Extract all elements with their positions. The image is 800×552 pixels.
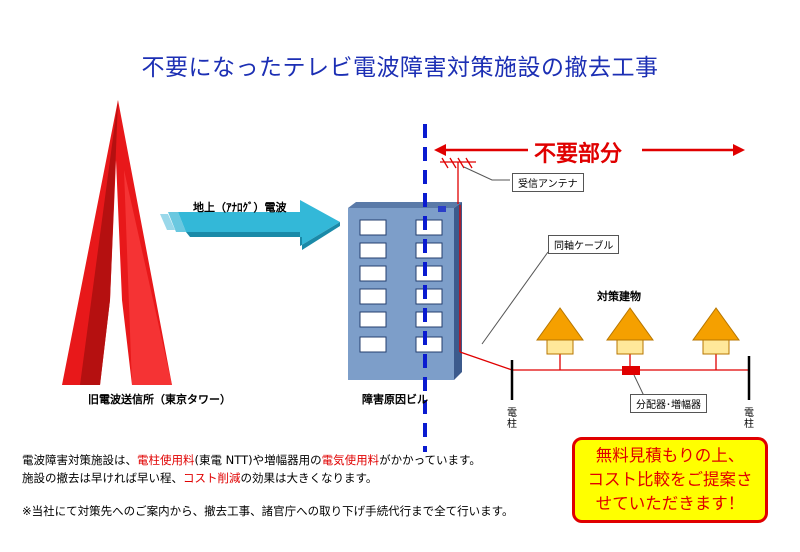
notes-text: 電波障害対策施設は、電柱使用料(東電 NTT)や増幅器用の電気使用料がかかってい… — [22, 451, 481, 487]
note-text: がかかっています。 — [379, 453, 481, 467]
note-line-1: 電波障害対策施設は、電柱使用料(東電 NTT)や増幅器用の電気使用料がかかってい… — [22, 451, 481, 469]
note-text: の効果は大きくなります。 — [240, 471, 378, 485]
antenna — [440, 157, 476, 204]
target-house — [606, 307, 654, 355]
note-line-3: ※当社にて対策先へのご案内から、撤去工事、諸官庁への取り下げ手続代行まで全て行い… — [22, 504, 514, 518]
wave-label: 地上（ｱﾅﾛｸﾞ）電波 — [193, 201, 287, 214]
unneeded-range-arrow — [434, 144, 745, 156]
antenna-label: 受信アンテナ — [512, 173, 584, 192]
target-house — [692, 307, 740, 355]
building-label: 障害原因ビル — [362, 393, 428, 406]
promo-line-2: コスト比較をご提案さ — [587, 470, 753, 489]
note-text: 施設の撤去は早ければ早い程、 — [22, 471, 183, 485]
obstacle-building — [348, 202, 462, 380]
distributor-box — [622, 366, 640, 375]
coax-cable-label: 同軸ケーブル — [548, 235, 620, 254]
note-text: 電波障害対策施設は、 — [22, 453, 137, 467]
pole-label-left: 電柱 — [507, 408, 517, 430]
transmitter-label: 旧電波送信所（東京タワー） — [88, 393, 231, 406]
callout-leaders — [463, 166, 645, 397]
promo-box: 無料見積もりの上、 コスト比較をご提案さ せていただきます！ — [572, 437, 768, 523]
promo-line-3: せていただきます！ — [595, 494, 745, 513]
note-text: (東電 NTT)や増幅器用の — [194, 453, 322, 467]
note-highlight: 電気使用料 — [321, 453, 380, 467]
note-highlight: 電柱使用料 — [137, 453, 195, 467]
page-title: 不要になったテレビ電波障害対策施設の撤去工事 — [141, 55, 659, 81]
target-house — [536, 307, 584, 355]
target-buildings-label: 対策建物 — [597, 290, 641, 303]
pole-label-right: 電柱 — [744, 408, 754, 430]
tokyo-tower — [62, 100, 172, 385]
note-line-2: 施設の撤去は早ければ早い程、コスト削減の効果は大きくなります。 — [22, 469, 481, 487]
radio-wave-arrow — [160, 200, 340, 250]
promo-line-1: 無料見積もりの上、 — [595, 446, 745, 465]
distributor-label: 分配器･増幅器 — [630, 394, 707, 413]
unneeded-part-label: 不要部分 — [534, 142, 623, 167]
note-highlight: コスト削減 — [183, 471, 241, 485]
